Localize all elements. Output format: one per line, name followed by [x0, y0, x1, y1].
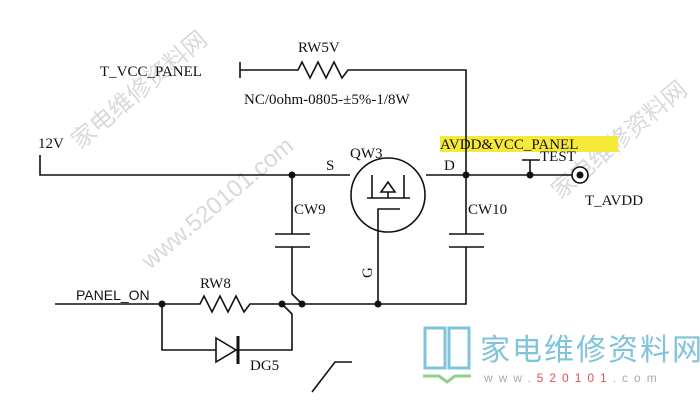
net-label-t-vcc-panel: T_VCC_PANEL — [100, 64, 202, 80]
wire-fragment — [311, 361, 352, 393]
test-point — [522, 159, 540, 175]
qw3-drain-label: D — [444, 158, 455, 174]
test-label: TEST — [540, 149, 576, 165]
net-highlight — [440, 136, 618, 152]
rw5v-value: NC/0ohm-0805-±5%-1/8W — [244, 92, 411, 108]
watermark-text: www.520101.com — [136, 132, 299, 275]
qw3-gate-label: G — [360, 267, 376, 278]
net-label-12v: 12V — [38, 136, 64, 152]
rw8-resistor — [55, 294, 302, 314]
watermark-text: 家电维修资料网 — [67, 26, 213, 155]
t-avdd-label: T_AVDD — [585, 193, 643, 209]
qw3-mosfet — [350, 157, 426, 304]
dg5-diode — [215, 336, 238, 364]
junction-dots — [158, 171, 534, 308]
rw5v-label: RW5V — [298, 40, 340, 56]
net-label-panel-on: PANEL_ON — [76, 287, 150, 303]
cw10-label: CW10 — [468, 202, 507, 218]
site-url: www.520101.com — [483, 371, 663, 385]
net-label-avdd-vcc-panel: AVDD&VCC_PANEL — [440, 137, 578, 153]
cw9-wire — [291, 247, 303, 305]
rail-12v — [39, 155, 350, 176]
dg5-label: DG5 — [250, 358, 279, 374]
rw5v-resistor — [240, 60, 467, 175]
site-name: 家电维修资料网 — [480, 333, 700, 368]
site-logo: 家电维修资料网 www.520101.com — [423, 326, 700, 385]
rw8-label: RW8 — [200, 276, 231, 292]
dg5-wire — [161, 303, 293, 351]
qw3-source-label: S — [326, 158, 334, 174]
qw3-label: QW3 — [350, 146, 383, 162]
cw9-label: CW9 — [294, 202, 326, 218]
